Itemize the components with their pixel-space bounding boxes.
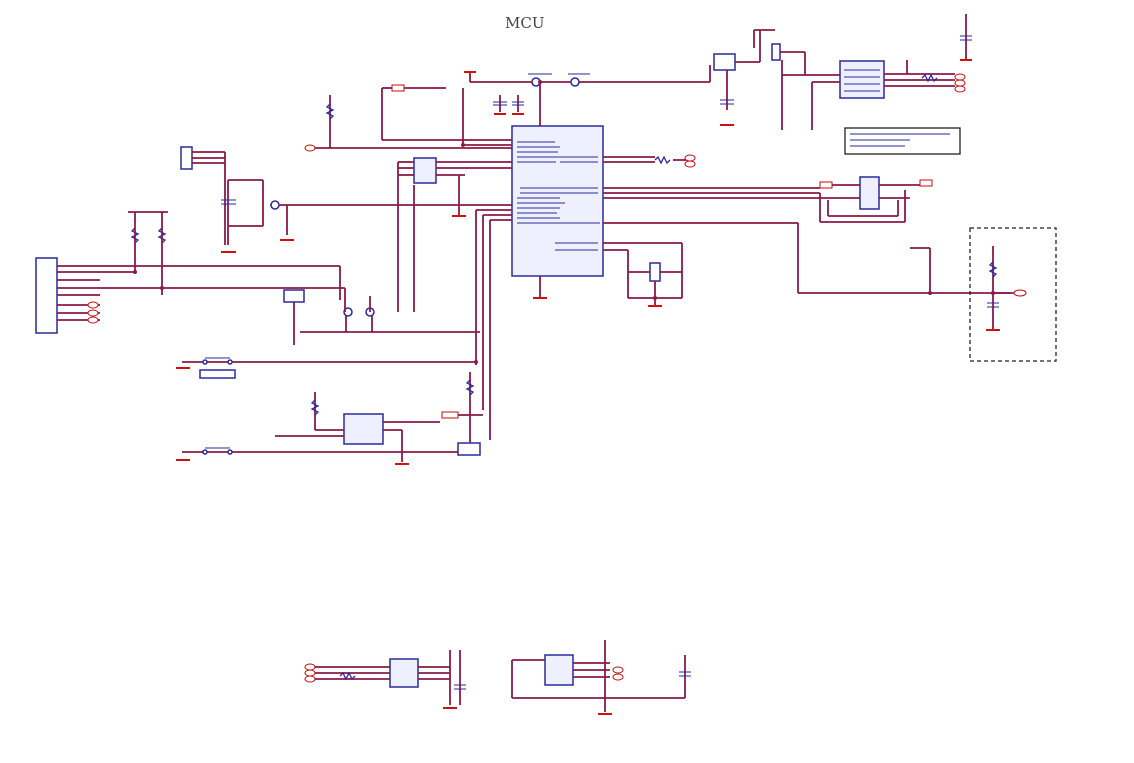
- net-label-tx: [684, 154, 696, 162]
- junctions: [133, 80, 995, 364]
- mcu-chip: [511, 125, 604, 277]
- mcu-left-verticals: [475, 209, 512, 440]
- sensor-ic-u7: [544, 654, 574, 686]
- mcu-pin-labels-left: [517, 141, 600, 224]
- net-label-adc: [1013, 289, 1027, 297]
- driver-ic: [283, 289, 305, 303]
- net-label-int: [954, 85, 966, 93]
- header-j2: [180, 146, 512, 253]
- pullup-top-left: [304, 95, 512, 152]
- address-note-box: [844, 127, 961, 155]
- net-label-dm: [87, 309, 99, 317]
- buffer-chip-u2: [413, 157, 437, 184]
- net-label-uart-out: [919, 179, 933, 187]
- supervisor-ic-u4: [343, 413, 384, 445]
- resistor-r6: [465, 379, 475, 396]
- resistor-r-reset: [391, 84, 405, 92]
- sensor-ic-u6: [389, 658, 419, 688]
- reset-net: [381, 84, 512, 146]
- uart-chip-u5: [859, 176, 880, 210]
- net-label-dp: [87, 301, 99, 309]
- net-label-sda: [954, 73, 966, 81]
- sensor-ic-u3: [839, 60, 885, 99]
- net-label-vbus: [87, 316, 99, 324]
- net-label-scl2: [304, 669, 316, 677]
- dashed-rc-block: [969, 227, 1057, 362]
- resistor-uart: [819, 181, 833, 189]
- mcu-core: [511, 82, 604, 299]
- transistor-q5: [270, 200, 280, 210]
- reset-switches: [176, 357, 483, 465]
- sensor-bottom-right: [511, 640, 691, 715]
- net-label-scl3: [612, 673, 624, 681]
- transistor-q2: [570, 77, 580, 87]
- header-j2-body: [180, 146, 193, 170]
- buffer-chip: [397, 157, 512, 312]
- connector-j4: [713, 53, 736, 71]
- sensor-element: [771, 43, 781, 61]
- net-label-rx: [684, 160, 696, 168]
- net-label-scl: [954, 79, 966, 87]
- mcu-pin-labels-right: [520, 156, 598, 251]
- resistor-r4: [310, 399, 320, 416]
- net-label-sda2: [304, 663, 316, 671]
- header-j3: [457, 442, 481, 456]
- net-label-boot: [304, 144, 316, 152]
- top-bus: [464, 65, 711, 115]
- net-label-int2: [304, 675, 316, 683]
- usb-connector: [35, 211, 480, 345]
- usb-connector-j1: [35, 257, 58, 334]
- crystal-y1: [649, 262, 661, 282]
- resistor-r3: [325, 103, 335, 120]
- switch-s1-footprint: [199, 369, 236, 379]
- schematic-title: MCU: [505, 14, 545, 32]
- sensor-top-right: [713, 14, 972, 130]
- resistor-r5: [441, 411, 459, 419]
- net-label-sda3: [612, 666, 624, 674]
- mcu-right-connections: [603, 154, 1010, 307]
- sensor-bottom-left: [304, 650, 466, 709]
- transistor-q3: [343, 307, 353, 317]
